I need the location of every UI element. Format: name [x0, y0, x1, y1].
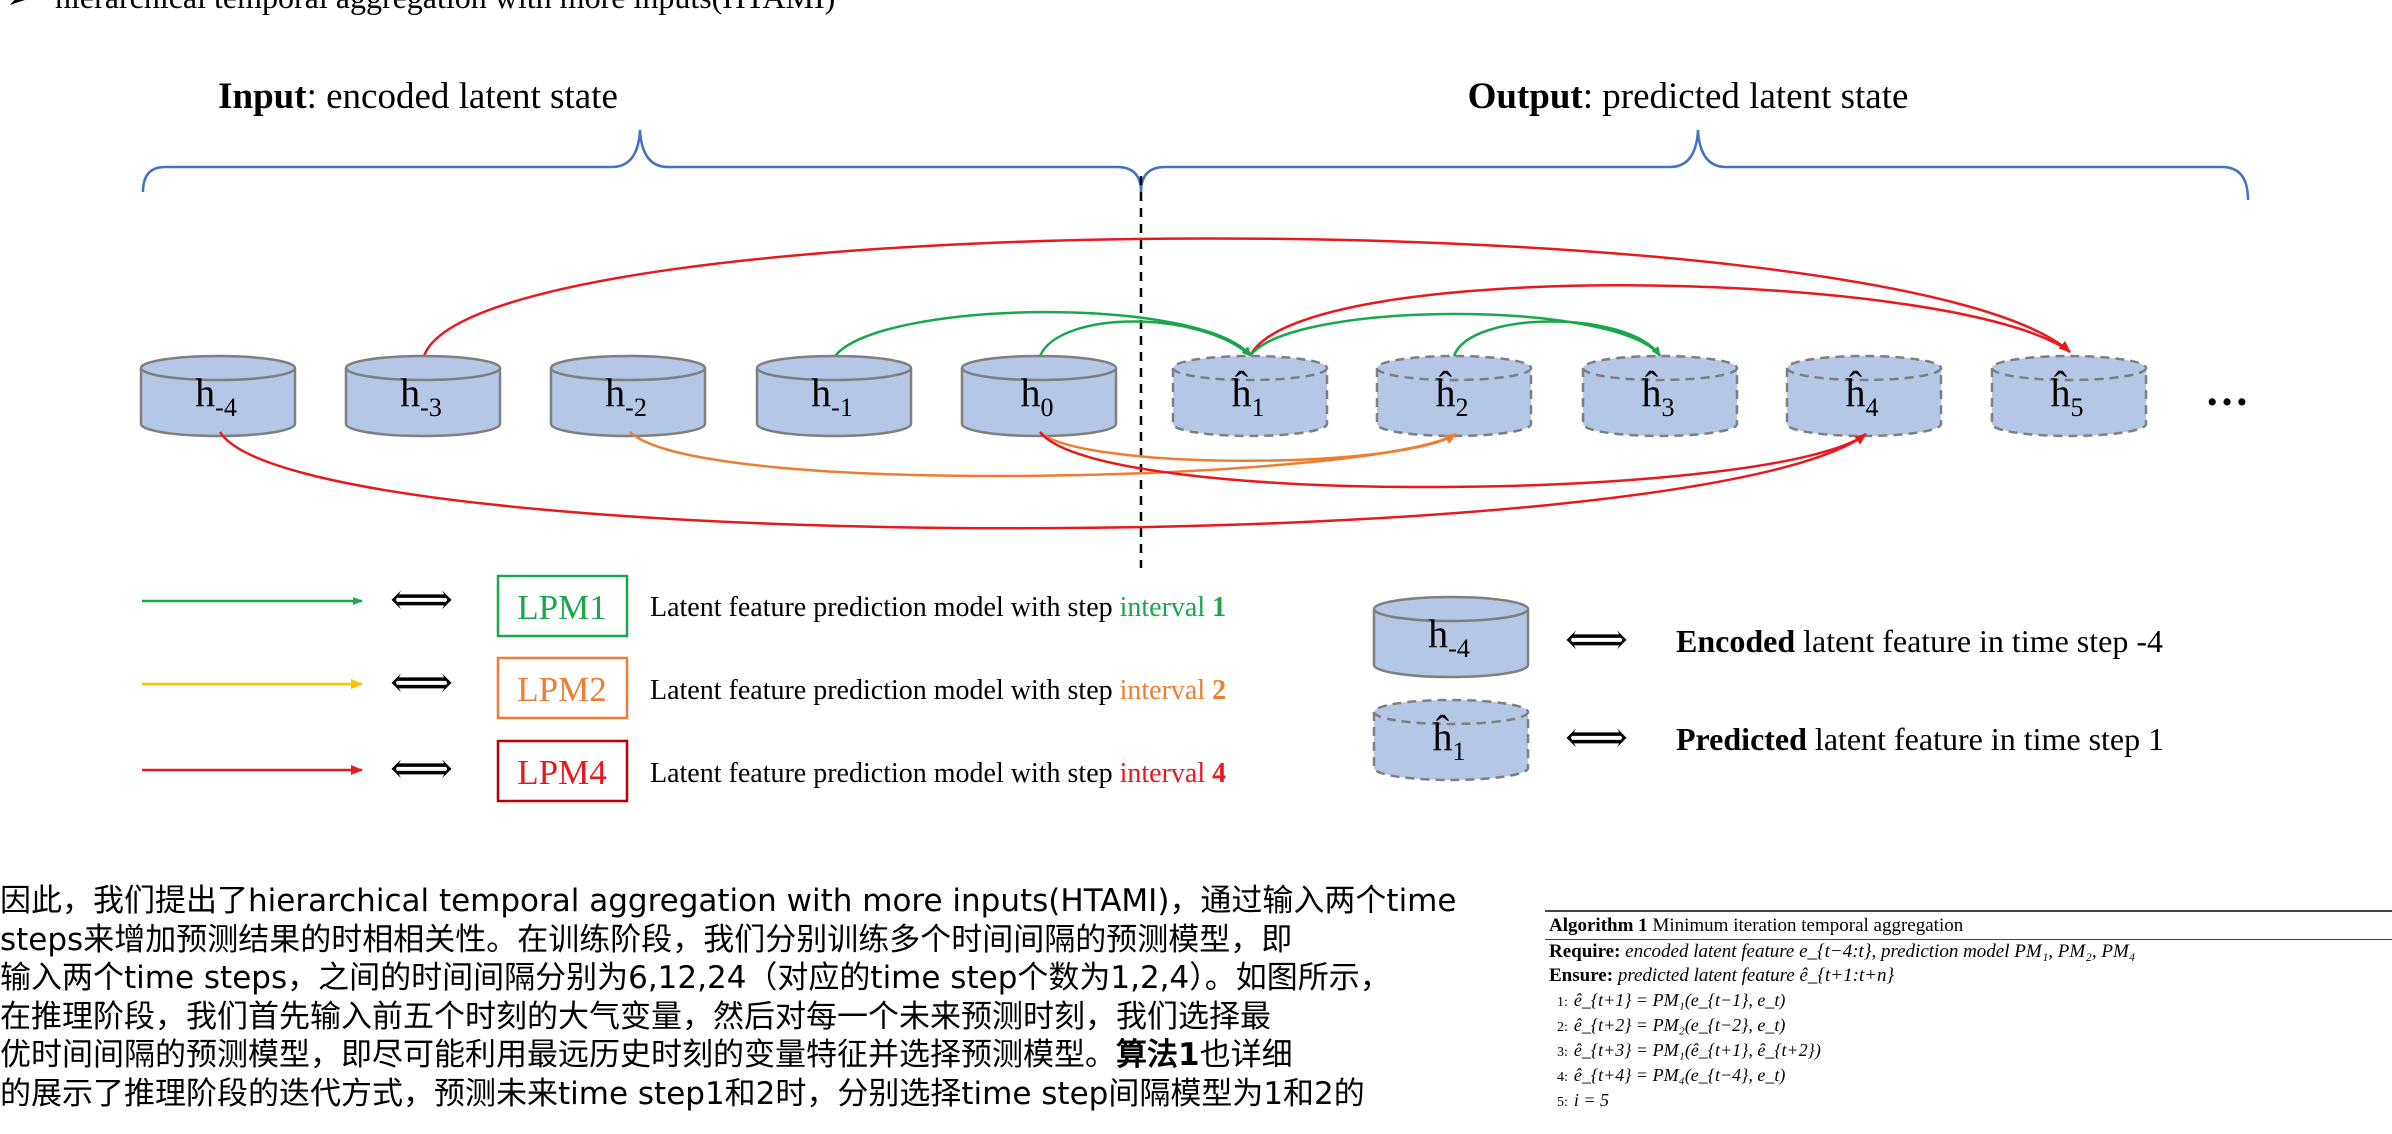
arrow-green-h2-to-h3: [1452, 320, 1662, 357]
header-bullet: ➢: [6, 0, 33, 15]
algorithm-step: 5:i = 5: [1557, 1090, 1610, 1110]
lpm2-box: [496, 656, 629, 720]
arrow-red-h0-to-h4: [1039, 431, 1867, 489]
lpm4-box: [496, 739, 629, 803]
node-label: ĥ1: [1433, 714, 1466, 766]
paragraph-line: 优时间间隔的预测模型，即尽可能利用最远历史时刻的变量特征并选择预测模型。算法1也…: [0, 1037, 1293, 1073]
predicted-description: Predicted latent feature in time step 1: [1676, 721, 2164, 757]
node-label: h-4: [195, 370, 237, 422]
equiv-icon: ⟺: [390, 744, 453, 793]
lpm2-description: Latent feature prediction model with ste…: [650, 675, 1226, 706]
node-label: h0: [1021, 370, 1054, 422]
arrow-orange-h0-to-h2: [1039, 431, 1457, 462]
algorithm-box: Algorithm 1 Minimum iteration temporal a…: [1545, 910, 2392, 1113]
arrow-red-h0-to-h5: [1248, 284, 2071, 357]
encoded-node: h-4: [139, 354, 297, 438]
legend-predicted-node: ĥ1: [1372, 698, 1530, 782]
encoded-node: h-2: [549, 354, 707, 438]
node-label: h-4: [1428, 611, 1470, 663]
algorithm-require: Require: encoded latent feature e_{t−4:t…: [1549, 941, 2136, 962]
encoded-description: Encoded latent feature in time step -4: [1676, 623, 2163, 659]
predicted-node: ĥ5: [1990, 354, 2148, 438]
lpm4-label: LPM4: [517, 753, 606, 792]
encoded-node: h-3: [344, 354, 502, 438]
node-label: h-3: [400, 370, 442, 422]
encoded-node: h-1: [755, 354, 913, 438]
predicted-node: ĥ2: [1375, 354, 1533, 438]
encoded-node: h0: [960, 354, 1118, 438]
lpm1-description: Latent feature prediction model with ste…: [650, 592, 1226, 623]
predicted-node: ĥ4: [1785, 354, 1943, 438]
algorithm-title-rule: [1545, 939, 2392, 940]
algorithm-step: 1:ê_{t+1} = PM₁(e_{t−1}, e_t): [1557, 990, 1786, 1010]
node-label: ĥ2: [1436, 370, 1469, 422]
arrow-green-h1-to-h3: [1248, 312, 1662, 357]
lpm1-label: LPM1: [517, 588, 606, 627]
arrow-green-h0-to-h1: [1038, 320, 1252, 357]
node-label: ĥ5: [2051, 370, 2084, 422]
node-label: h-1: [811, 370, 853, 422]
lpm2-label: LPM2: [517, 670, 606, 709]
explanation-paragraph: 因此，我们提出了hierarchical temporal aggregatio…: [0, 882, 1500, 1113]
paragraph-line: steps来增加预测结果的时相相关性。在训练阶段，我们分别训练多个时间间隔的预测…: [0, 921, 1293, 958]
input-brace: [141, 129, 1143, 193]
node-label: ĥ1: [1232, 370, 1265, 422]
equiv-icon: ⟺: [1565, 713, 1628, 762]
algorithm-step: 4:ê_{t+4} = PM₄(e_{t−4}, e_t): [1557, 1065, 1786, 1085]
algorithm-step: 2:ê_{t+2} = PM₂(e_{t−2}, e_t): [1557, 1015, 1786, 1035]
node-label: ĥ4: [1846, 370, 1879, 422]
input-label: Input: encoded latent state: [218, 76, 618, 117]
algorithm-step: 3:ê_{t+3} = PM₁(ê_{t+1}, ê_{t+2}): [1557, 1040, 1821, 1060]
equiv-icon: ⟺: [390, 658, 453, 707]
algorithm-ensure: Ensure: predicted latent feature ê_{t+1:…: [1549, 965, 1895, 986]
paragraph-line: 的展示了推理阶段的迭代方式，预测未来time step1和2时，分别选择time…: [0, 1075, 1365, 1112]
predicted-node: ĥ1: [1171, 354, 1329, 438]
arrow-red-h-3-to-h5: [422, 237, 2071, 357]
paragraph-line: 在推理阶段，我们首先输入前五个时刻的大气变量，然后对每一个未来预测时刻，我们选择…: [0, 998, 1271, 1035]
output-brace: [1139, 129, 2250, 201]
equiv-icon: ⟺: [1565, 615, 1628, 664]
lpm4-description: Latent feature prediction model with ste…: [650, 758, 1226, 789]
arrow-red-h-4-to-h4: [218, 431, 1867, 530]
output-label: Output: predicted latent state: [1468, 76, 1909, 117]
algorithm-title: Algorithm 1 Minimum iteration temporal a…: [1549, 915, 1964, 936]
node-label: ĥ3: [1642, 370, 1675, 422]
node-label: h-2: [605, 370, 647, 422]
paragraph-line: 因此，我们提出了hierarchical temporal aggregatio…: [0, 883, 1457, 919]
paragraph-line: 输入两个time steps，之间的时间间隔分别为6,12,24（对应的time…: [0, 960, 1391, 996]
legend-encoded-node: h-4: [1372, 595, 1530, 679]
arrow-orange-h-2-to-h2: [629, 431, 1457, 478]
predicted-node: ĥ3: [1581, 354, 1739, 438]
algorithm-top-rule: [1545, 910, 2392, 912]
equiv-icon: ⟺: [390, 575, 453, 624]
lpm1-box: [496, 574, 629, 638]
ellipsis: …: [2205, 366, 2249, 415]
header-text: hierarchical temporal aggregation with m…: [55, 0, 835, 15]
